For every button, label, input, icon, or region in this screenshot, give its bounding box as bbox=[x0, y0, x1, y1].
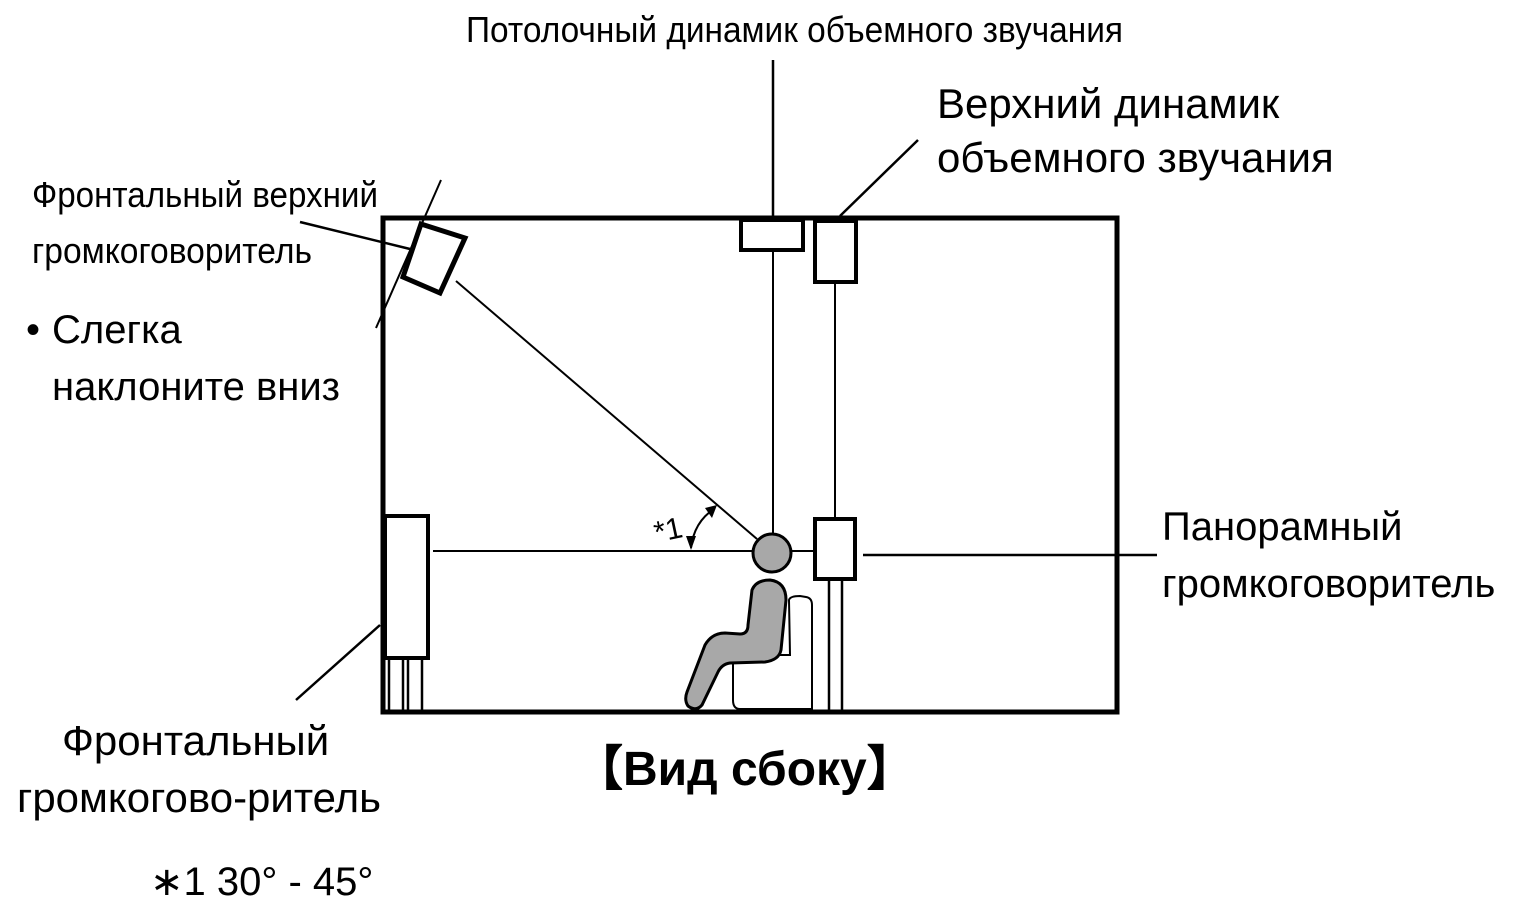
top-surround-label-1: Верхний динамик bbox=[937, 80, 1280, 127]
front-top-label-2: громкоговоритель bbox=[32, 230, 312, 271]
top-surround-leader bbox=[839, 139, 919, 217]
tilt-bullet: • bbox=[26, 308, 40, 352]
front-top-speaker bbox=[399, 220, 469, 297]
front-speaker-stand bbox=[387, 659, 424, 711]
surround-label-1: Панорамный bbox=[1162, 505, 1403, 549]
front-top-axis bbox=[375, 179, 442, 329]
front-leader bbox=[295, 624, 381, 701]
front-label-2: громкогово-ритель bbox=[17, 774, 381, 821]
arrowhead-up bbox=[705, 505, 717, 518]
surround-speaker bbox=[813, 517, 857, 581]
front-top-beam bbox=[455, 280, 758, 540]
person-head bbox=[751, 532, 793, 574]
top-surround-speaker bbox=[813, 219, 858, 284]
tilt-label-1: Слегка bbox=[52, 308, 182, 352]
top-surround-label-2: объемного звучания bbox=[937, 134, 1334, 181]
front-label-1: Фронтальный bbox=[62, 717, 329, 764]
ceiling-speaker bbox=[739, 218, 805, 252]
front-top-leader bbox=[299, 220, 411, 251]
surround-label-2: громкоговоритель bbox=[1162, 562, 1495, 606]
front-speaker bbox=[383, 514, 430, 660]
angle-mark: *1 bbox=[651, 511, 686, 549]
arrowhead-down bbox=[686, 536, 696, 550]
view-title: 【Вид сбоку】 bbox=[575, 743, 915, 796]
front-top-label-1: Фронтальный верхний bbox=[32, 174, 378, 215]
footnote: ∗1 30° - 45° bbox=[150, 860, 373, 904]
tilt-label-2: наклоните вниз bbox=[52, 365, 340, 409]
ceiling-surround-label: Потолочный динамик объемного звучания bbox=[466, 9, 1123, 50]
person-body bbox=[684, 578, 788, 711]
